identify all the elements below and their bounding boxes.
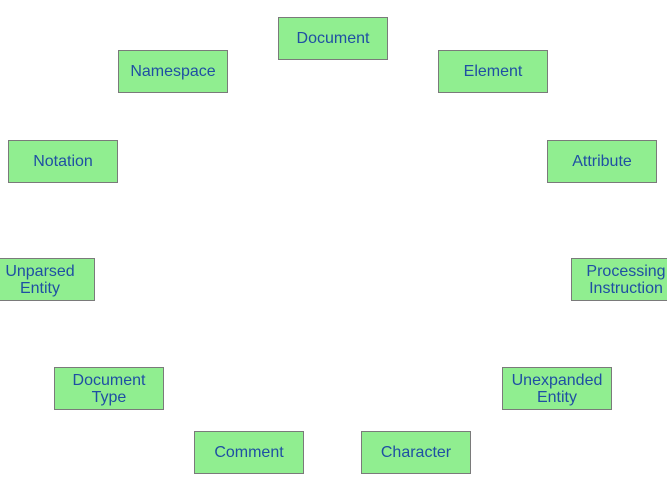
node-document: Document bbox=[278, 17, 388, 60]
node-notation: Notation bbox=[8, 140, 118, 183]
node-document-type: Document Type bbox=[54, 367, 164, 410]
node-namespace: Namespace bbox=[118, 50, 228, 93]
node-processing-instruction: Processing Instruction bbox=[571, 258, 667, 301]
node-character: Character bbox=[361, 431, 471, 474]
node-element: Element bbox=[438, 50, 548, 93]
node-attribute: Attribute bbox=[547, 140, 657, 183]
node-comment: Comment bbox=[194, 431, 304, 474]
node-unparsed-entity: Unparsed Entity bbox=[0, 258, 95, 301]
node-unexpanded-entity: Unexpanded Entity bbox=[502, 367, 612, 410]
